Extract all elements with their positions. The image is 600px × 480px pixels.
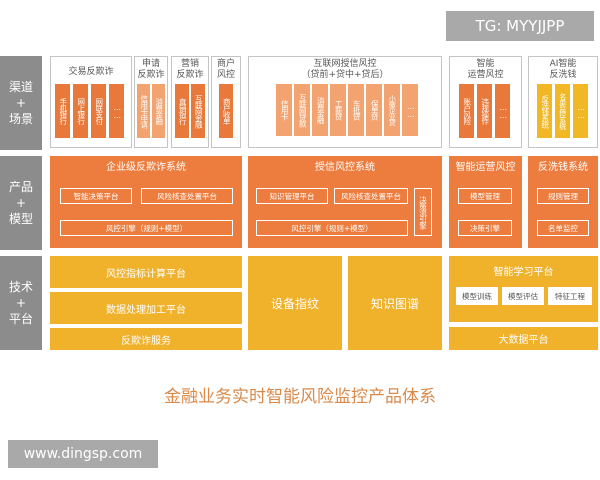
sub-model-training: 模型训练 xyxy=(456,287,498,305)
box-title: 智能运营风控 xyxy=(455,162,516,173)
chip-policy-loan: 保单贷 xyxy=(366,84,382,136)
sub-smart-decision-platform: 智能决策平台 xyxy=(60,188,132,204)
box-smart-ops-risk: 智能运营风控 xyxy=(449,156,522,248)
sub-rule-management: 规则管理 xyxy=(537,188,589,204)
chip-car-mortgage-loan: 车抵贷 xyxy=(348,84,364,136)
group-title: 营销 反欺诈 xyxy=(176,59,204,80)
box-knowledge-graph: 知识图谱 xyxy=(348,256,442,350)
sub-name-list-monitoring: 名单监控 xyxy=(537,220,589,236)
sub-risk-engine: 风控引擎（规则+模型） xyxy=(256,220,408,236)
box-antifraud-service: 反欺诈服务 xyxy=(50,328,242,350)
sub-risk-verification-platform: 风险核查处置平台 xyxy=(334,188,408,204)
sub-knowledge-management: 知识管理平台 xyxy=(256,188,328,204)
chip-account-risk: 账户风险 xyxy=(459,84,474,138)
sub-model-evaluation: 模型评估 xyxy=(502,287,544,305)
sub-decision-flow-engine: 决策流引擎 xyxy=(414,188,432,236)
box-title: 企业级反欺诈系统 xyxy=(106,162,186,173)
row-label-tech: 技术 + 平台 xyxy=(0,256,42,350)
chip-name-list-monitoring: 名单监控系统 xyxy=(555,84,570,138)
chip-internet-finance: 互联网金融 xyxy=(191,84,205,138)
group-title: 商户 风控 xyxy=(216,59,235,80)
chip-mobile-banking: 手机银行 xyxy=(55,84,70,138)
chip-credit-card: 信用卡 xyxy=(276,84,292,136)
group-title: AI智能 反洗钱 xyxy=(549,59,577,80)
chip-irregular-operation: 违规操作 xyxy=(477,84,492,138)
chip-aml-system: 反洗钱系统 xyxy=(537,84,552,138)
row-label-channel: 渠道 + 场景 xyxy=(0,56,42,150)
chip-netunion-payment: 网联支付 xyxy=(91,84,106,138)
sub-risk-verification-platform: 风险核查处置平台 xyxy=(141,188,233,204)
chip-direct-banking: 直销银行 xyxy=(175,84,189,138)
chip-consumer-finance-credit: 消费金融 xyxy=(312,84,328,136)
group-title: 交易反欺诈 xyxy=(68,67,114,77)
box-credit-risk-system: 授信风控系统 xyxy=(248,156,442,248)
chip-more: …… xyxy=(109,84,124,138)
watermark-bottom: www.dingsp.com xyxy=(8,440,158,468)
box-big-data-platform: 大数据平台 xyxy=(449,327,598,350)
watermark-top: TG: MYYJJPP xyxy=(446,11,594,41)
chip-small-business-loan: 小微企业贷 xyxy=(384,84,400,136)
chip-credit-card-application: 信用卡申请 xyxy=(137,84,150,138)
box-aml-system: 反洗钱系统 xyxy=(528,156,598,248)
box-title: 反洗钱系统 xyxy=(538,162,588,173)
diagram-title: 金融业务实时智能风险监控产品体系 xyxy=(164,387,436,407)
chip-consumer-finance: 消费金融 xyxy=(152,84,165,138)
box-title: 授信风控系统 xyxy=(315,162,375,173)
group-title: 申请 反欺诈 xyxy=(137,59,165,80)
chip-more: …… xyxy=(402,84,418,136)
sub-model-management: 模型管理 xyxy=(458,188,512,204)
chip-merchant-acquiring: 商户收单 xyxy=(219,84,233,138)
box-data-processing-platform: 数据处理加工平台 xyxy=(50,292,242,324)
chip-internet-loan: 互联网贷款 xyxy=(294,84,310,136)
chip-more: …… xyxy=(495,84,510,138)
row-label-product: 产品 + 模型 xyxy=(0,156,42,250)
chip-online-banking: 网上银行 xyxy=(73,84,88,138)
chip-more: …… xyxy=(573,84,588,138)
group-title: 互联网授信风控 （贷前+贷中+贷后） xyxy=(301,59,389,80)
sub-risk-engine: 风控引擎（规则+模型） xyxy=(60,220,233,236)
box-risk-indicator-platform: 风控指标计算平台 xyxy=(50,256,242,288)
sub-feature-engineering: 特征工程 xyxy=(548,287,592,305)
chip-salary-loan: 工薪贷 xyxy=(330,84,346,136)
box-device-fingerprint: 设备指纹 xyxy=(248,256,342,350)
box-enterprise-antifraud: 企业级反欺诈系统 xyxy=(50,156,242,248)
sub-decision-engine: 决策引擎 xyxy=(458,220,512,236)
group-title: 智能 运营风控 xyxy=(467,59,504,80)
